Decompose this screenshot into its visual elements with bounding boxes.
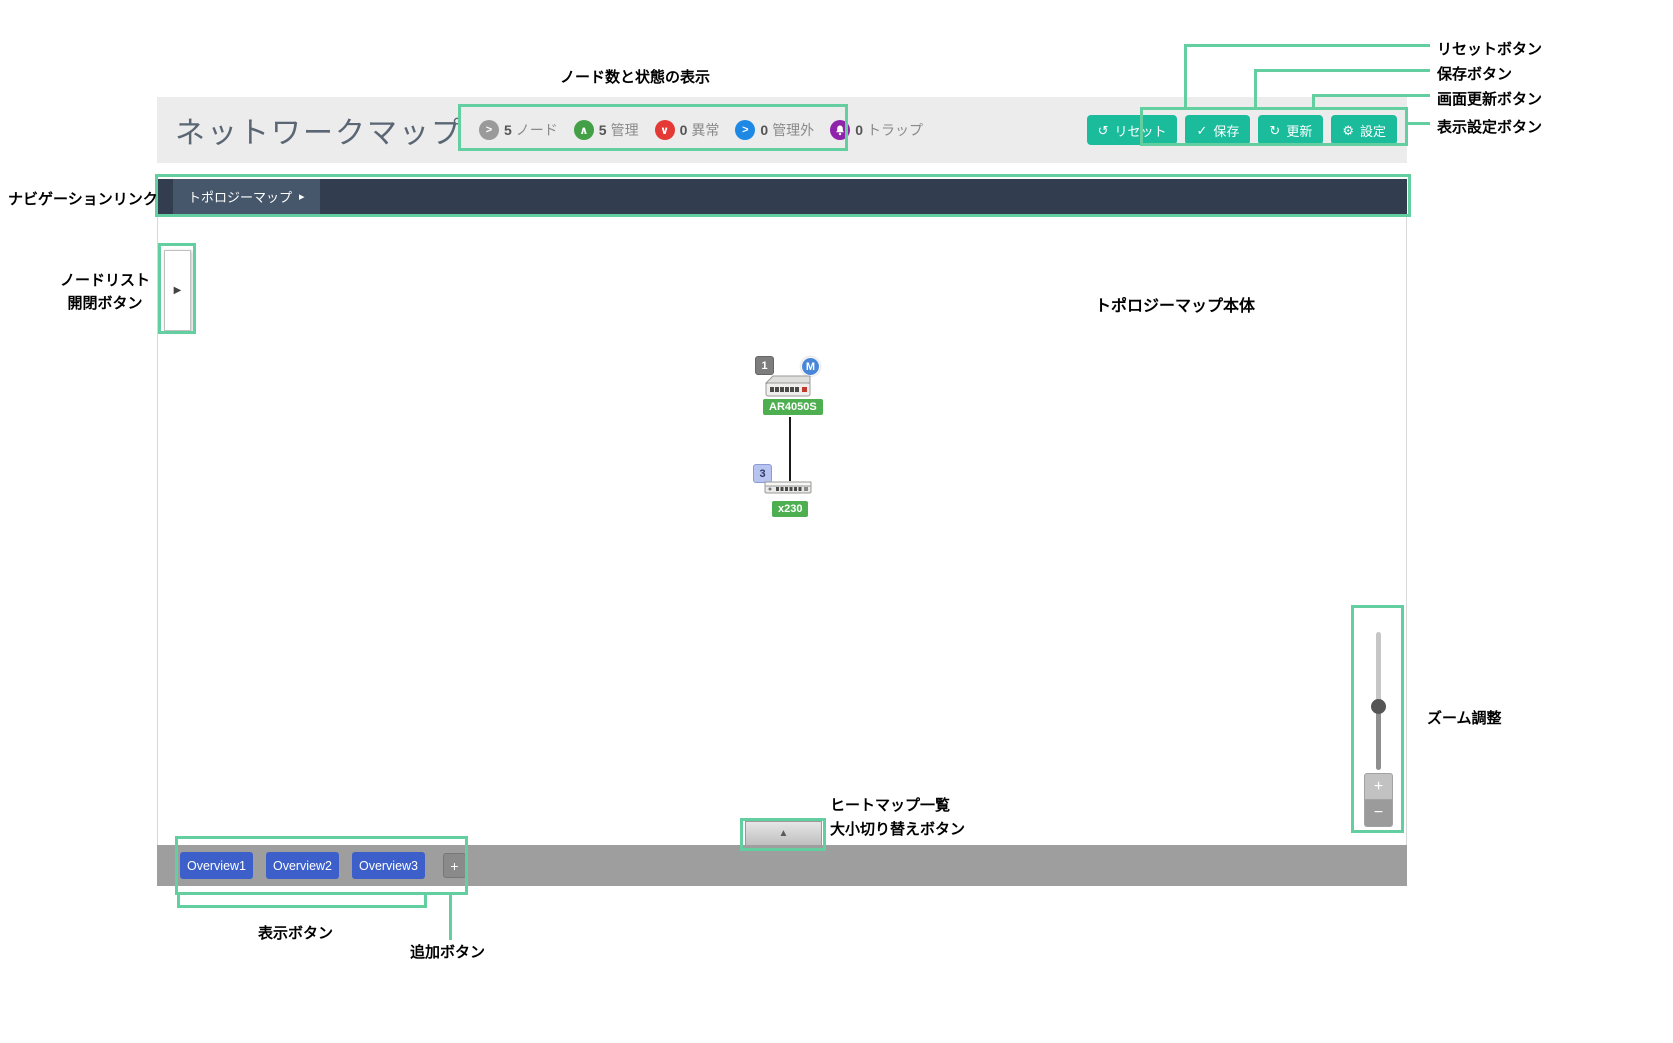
overview3-button[interactable]: Overview3 — [352, 852, 425, 879]
bell-icon — [836, 125, 845, 135]
abnormal-icon: ∨ — [654, 120, 675, 140]
node-badge: 3 — [753, 464, 772, 483]
trap-label: トラップ — [866, 122, 923, 138]
play-right-icon: ▶ — [173, 285, 182, 296]
annotation-label-refresh: 画面更新ボタン — [1437, 91, 1543, 108]
topology-map-tab[interactable]: トポロジーマップ ▸ — [173, 179, 320, 214]
annotation-label-node-list-line2: 開閉ボタン — [67, 295, 143, 312]
zoom-buttons: + − — [1364, 773, 1393, 827]
zoom-out-button[interactable]: − — [1364, 800, 1393, 827]
breadcrumb-nav: トポロジーマップ ▸ — [157, 179, 1407, 214]
zoom-in-button[interactable]: + — [1364, 773, 1393, 800]
topology-canvas[interactable]: ▶ 1 M AR4050S 3 — [157, 214, 1407, 846]
status-abnormal: ∨ 0 異常 — [654, 120, 720, 140]
chevron-right-icon: > — [742, 124, 749, 136]
settings-button[interactable]: ⚙ 設定 — [1331, 115, 1397, 145]
refresh-icon: ↻ — [1269, 122, 1281, 138]
overview2-button[interactable]: Overview2 — [266, 852, 339, 879]
chevron-right-icon: ▸ — [299, 191, 305, 203]
page-title: ネットワークマップ — [175, 117, 463, 150]
bell-icon — [830, 120, 851, 140]
status-managed: ∧ 5 管理 — [573, 120, 639, 140]
node-label-ar4050s[interactable]: AR4050S — [763, 399, 823, 415]
node-list-toggle-button[interactable]: ▶ — [164, 250, 191, 331]
chevron-right-icon: > — [485, 124, 493, 136]
annotation-line-reset-h — [1184, 44, 1430, 47]
switch-device-icon[interactable] — [764, 479, 812, 495]
annotation-label-nav-link: ナビゲーションリンク — [8, 191, 158, 208]
annotation-label-node-status: ノード数と状態の表示 — [560, 69, 711, 86]
annotation-label-add-button: 追加ボタン — [410, 944, 486, 961]
annotation-label-reset: リセットボタン — [1437, 41, 1543, 58]
settings-button-label: 設定 — [1359, 123, 1386, 139]
router-device-icon[interactable] — [764, 371, 812, 401]
unmanaged-count: 0 — [760, 122, 769, 138]
annotation-label-node-list-toggle: ノードリスト 開閉ボタン — [52, 269, 158, 315]
annotation-label-display-buttons: 表示ボタン — [258, 925, 334, 942]
managed-label: 管理 — [610, 122, 639, 138]
annotation-line-settings-h — [1408, 122, 1430, 125]
annotation-label-node-list-line1: ノードリスト — [59, 272, 150, 289]
save-button-label: 保存 — [1213, 123, 1240, 139]
network-map-app: ネットワークマップ > 5 ノード ∧ 5 管理 ∨ 0 異常 — [157, 97, 1407, 886]
zoom-slider-thumb[interactable] — [1371, 699, 1386, 714]
abnormal-count: 0 — [679, 122, 688, 138]
heatmap-size-toggle-button[interactable]: ▲ — [745, 821, 822, 846]
undo-clock-icon: ↺ — [1097, 122, 1109, 138]
refresh-button-label: 更新 — [1286, 123, 1313, 139]
reset-button[interactable]: ↺ リセット — [1086, 115, 1178, 145]
unmanaged-label: 管理外 — [772, 122, 815, 138]
annotation-line-add-v — [449, 895, 452, 940]
reset-button-label: リセット — [1114, 123, 1167, 139]
node-count: 5 — [504, 122, 512, 138]
refresh-button[interactable]: ↻ 更新 — [1258, 115, 1324, 145]
annotation-label-settings: 表示設定ボタン — [1437, 119, 1543, 136]
status-unmanaged: > 0 管理外 — [735, 120, 814, 140]
node-count-label: ノード — [515, 122, 558, 138]
annotation-label-save: 保存ボタン — [1437, 66, 1513, 83]
node-count-icon: > — [479, 120, 499, 140]
plus-icon: + — [1373, 777, 1384, 795]
caret-up-icon: ∧ — [579, 124, 589, 137]
heatmap-bar: Overview1 Overview2 Overview3 + — [157, 845, 1407, 886]
node-badge: 1 — [755, 356, 774, 375]
trap-count: 0 — [855, 122, 863, 138]
header-buttons: ↺ リセット ✓ 保存 ↻ 更新 ⚙ 設定 — [1086, 115, 1397, 145]
annotation-bracket-right — [424, 895, 427, 908]
annotation-bracket-left — [177, 895, 180, 908]
status-trap: 0 トラップ — [830, 120, 923, 140]
topology-map-tab-label: トポロジーマップ — [188, 190, 293, 205]
minus-icon: − — [1373, 804, 1384, 821]
annotation-label-zoom: ズーム調整 — [1427, 710, 1502, 727]
managed-marker: M — [801, 357, 820, 376]
managed-count: 5 — [598, 122, 607, 138]
save-button[interactable]: ✓ 保存 — [1185, 115, 1251, 145]
unmanaged-icon: > — [735, 120, 756, 140]
managed-icon: ∧ — [573, 120, 594, 140]
node-status-summary: > 5 ノード ∧ 5 管理 ∨ 0 異常 > 0 管理外 — [479, 120, 923, 140]
zoom-slider-fill — [1376, 706, 1381, 770]
annotation-bracket-bottom — [177, 905, 427, 908]
status-nodes: > 5 ノード — [479, 120, 558, 140]
app-header: ネットワークマップ > 5 ノード ∧ 5 管理 ∨ 0 異常 — [157, 97, 1407, 163]
overview1-button[interactable]: Overview1 — [180, 852, 253, 879]
add-overview-button[interactable]: + — [443, 853, 466, 878]
plus-icon: + — [450, 857, 459, 874]
annotation-line-save-h — [1254, 69, 1430, 72]
triangle-up-icon: ▲ — [778, 828, 789, 839]
topology-link — [789, 417, 791, 481]
gear-icon: ⚙ — [1342, 122, 1354, 138]
abnormal-label: 異常 — [691, 122, 720, 138]
check-icon: ✓ — [1196, 122, 1208, 138]
node-label-x230[interactable]: x230 — [772, 501, 809, 517]
caret-down-icon: ∨ — [660, 124, 670, 137]
